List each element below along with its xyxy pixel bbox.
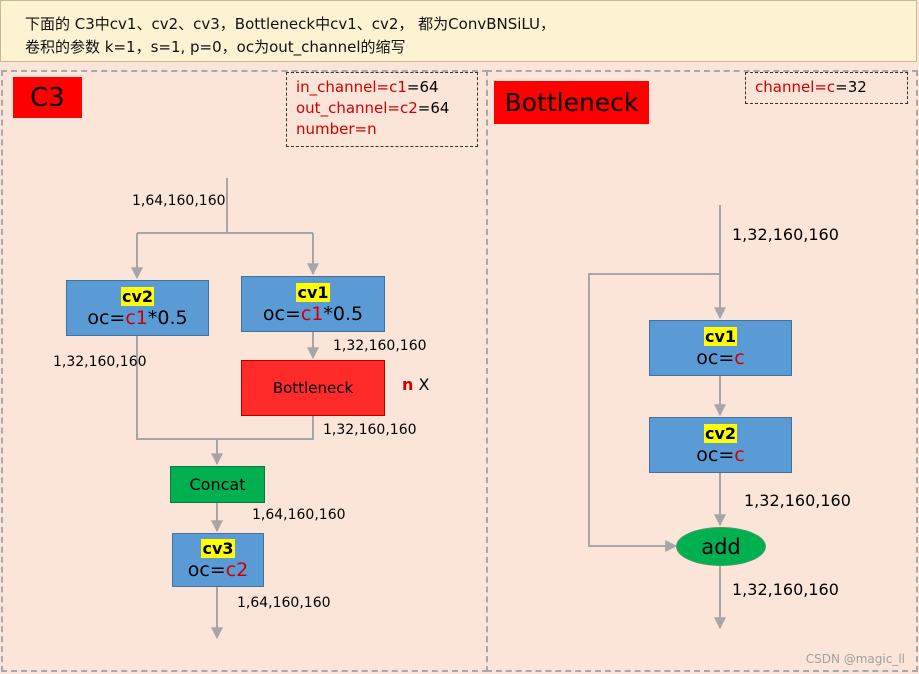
- c3-param-out: out_channel=c2=64: [296, 99, 450, 117]
- bottleneck-param-key: channel=c: [755, 78, 836, 96]
- c3-cv2-oc: oc=c1*0.5: [87, 306, 188, 329]
- c3-concat-node: Concat: [170, 466, 265, 503]
- bottleneck-title: Bottleneck: [494, 81, 649, 124]
- bn-cv2-name: cv2: [703, 423, 738, 443]
- repeat-n: n: [402, 375, 414, 394]
- c3-bottleneck-node: Bottleneck: [241, 360, 385, 416]
- line-bottleneck-down: [217, 416, 314, 440]
- bn-cv1-name: cv1: [703, 326, 738, 346]
- bottleneck-params-box: channel=c=32: [745, 72, 908, 104]
- repeat-indicator: n X: [402, 375, 429, 394]
- c3-output-shape: 1,64,160,160: [237, 595, 331, 611]
- c3-cv2-node: cv2 oc=c1*0.5: [66, 280, 209, 336]
- repeat-x: X: [418, 375, 430, 394]
- c3-cv2-out-shape: 1,32,160,160: [53, 354, 147, 370]
- bn-output-shape: 1,32,160,160: [732, 580, 839, 599]
- bn-shortcut-line: [588, 273, 720, 552]
- note-line-2: 卷积的参数 k=1，s=1, p=0，oc为out_channel的缩写: [25, 38, 406, 56]
- bn-input-shape: 1,32,160,160: [732, 225, 839, 244]
- c3-param-in: in_channel=c1=64: [296, 78, 439, 96]
- c3-concat-out-shape: 1,64,160,160: [252, 507, 346, 523]
- bn-cv2-oc: oc=c: [696, 443, 745, 466]
- c3-bottleneck-out-shape: 1,32,160,160: [323, 422, 417, 438]
- c3-cv3-oc: oc=c2: [187, 558, 249, 581]
- bottleneck-param-val: =32: [835, 78, 867, 96]
- c3-cv1-oc: oc=c1*0.5: [262, 302, 364, 325]
- c3-cv3-name: cv3: [201, 538, 235, 558]
- line-cv2-down: [136, 336, 217, 440]
- bn-cv2-node: cv2 oc=c: [649, 417, 792, 473]
- c3-params-box: in_channel=c1=64 out_channel=c2=64 numbe…: [286, 72, 478, 147]
- bn-cv1-node: cv1 oc=c: [649, 320, 792, 376]
- c3-cv2-name: cv2: [120, 286, 155, 306]
- c3-title: C3: [13, 77, 82, 118]
- watermark: CSDN @magic_ll: [805, 652, 905, 666]
- c3-cv1-out-shape: 1,32,160,160: [333, 338, 427, 354]
- note-line-1: 下面的 C3中cv1、cv2、cv3，Bottleneck中cv1、cv2， 都…: [25, 15, 556, 33]
- c3-cv1-name: cv1: [296, 282, 330, 302]
- c3-cv3-node: cv3 oc=c2: [172, 533, 264, 587]
- description-note: 下面的 C3中cv1、cv2、cv3，Bottleneck中cv1、cv2， 都…: [0, 0, 917, 62]
- bn-cv2-out-shape: 1,32,160,160: [744, 491, 851, 510]
- c3-param-number: number=n: [296, 120, 377, 138]
- c3-cv1-node: cv1 oc=c1*0.5: [241, 276, 385, 332]
- bn-add-node: add: [676, 527, 766, 566]
- bottleneck-panel: [486, 70, 918, 672]
- c3-input-shape: 1,64,160,160: [132, 193, 226, 209]
- bn-cv1-oc: oc=c: [696, 346, 745, 369]
